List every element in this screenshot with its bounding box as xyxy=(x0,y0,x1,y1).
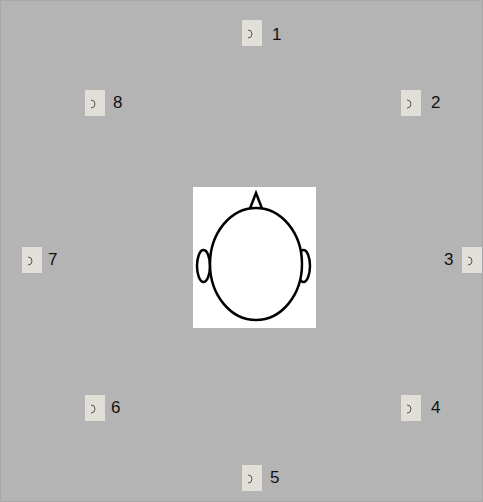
speaker-box xyxy=(242,20,262,46)
head-panel xyxy=(193,187,316,328)
speaker-box xyxy=(401,395,421,421)
listener-head xyxy=(193,187,316,328)
callout-number: 7 xyxy=(48,251,57,270)
speaker-box xyxy=(22,247,42,273)
callout-number: 1 xyxy=(272,26,281,45)
speaker-icon xyxy=(28,257,32,265)
speaker-box xyxy=(85,90,105,116)
speaker-icon xyxy=(407,405,411,413)
callout-number: 3 xyxy=(444,251,453,270)
speaker-icon xyxy=(468,257,472,265)
speaker-box xyxy=(242,465,262,491)
callout-number: 8 xyxy=(113,94,122,113)
speaker-icon xyxy=(91,405,95,413)
speaker-box xyxy=(462,247,482,273)
callout-number: 6 xyxy=(111,399,120,418)
speaker-icon xyxy=(248,475,252,483)
speaker-box xyxy=(85,395,105,421)
speaker-icon xyxy=(407,100,411,108)
speakers xyxy=(22,20,482,491)
callout-number: 2 xyxy=(431,94,440,113)
speaker-box xyxy=(401,90,421,116)
head xyxy=(210,208,302,320)
speaker-icon xyxy=(248,30,252,38)
callout-number: 5 xyxy=(270,469,279,488)
callout-number: 4 xyxy=(431,399,440,418)
left-ear xyxy=(197,250,210,282)
speaker-icon xyxy=(91,100,95,108)
